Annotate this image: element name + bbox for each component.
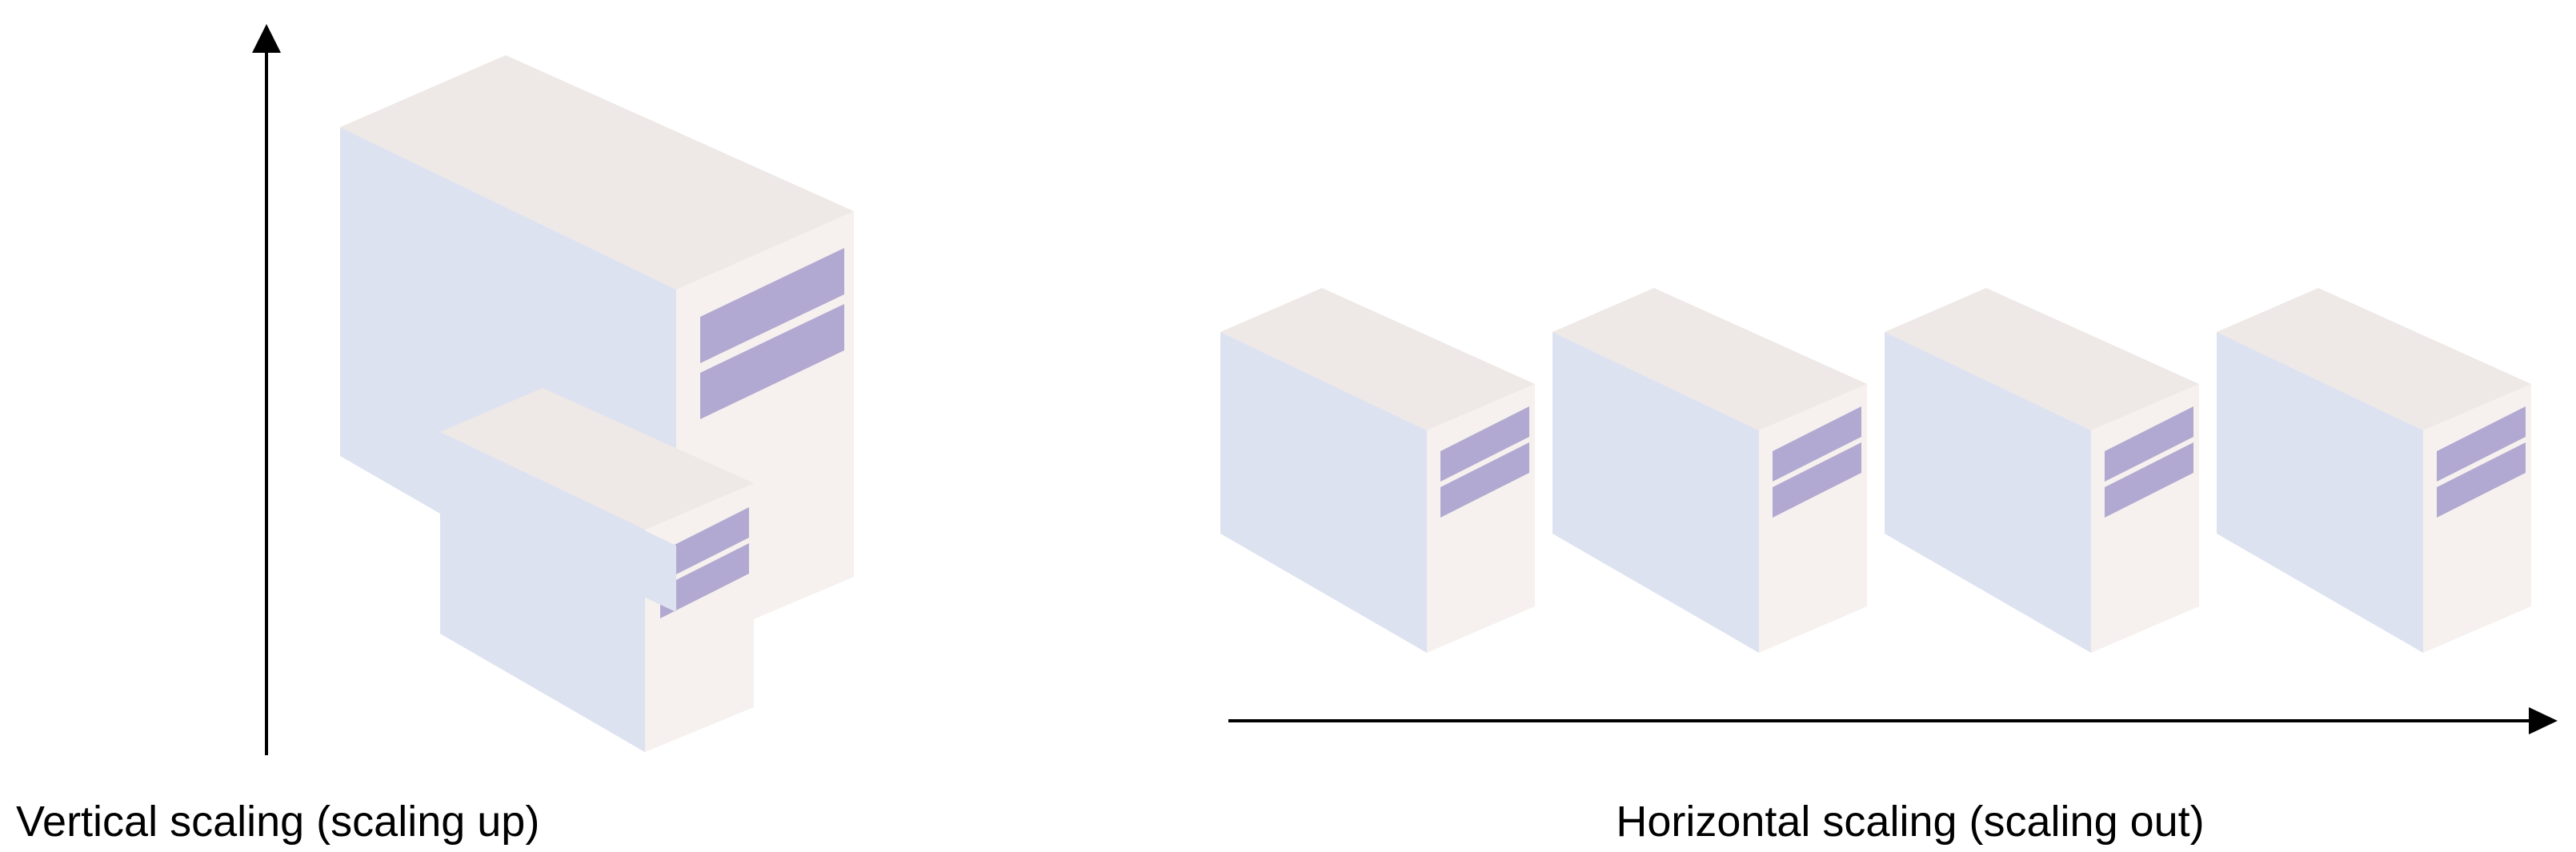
- drive-slot: [1773, 442, 1861, 518]
- small-server-left-face: [440, 432, 645, 752]
- server-face-top: [1885, 288, 2199, 430]
- drive-slot: [1440, 406, 1529, 482]
- server-face-left: [1885, 332, 2091, 653]
- drive-slot: [2105, 442, 2193, 518]
- server-1-icon: [1220, 288, 1535, 653]
- vertical-scaling-label: Vertical scaling (scaling up): [16, 798, 539, 846]
- horizontal-scaling-label: Horizontal scaling (scaling out): [1616, 798, 2204, 846]
- drive-slot: [1440, 442, 1529, 518]
- server-face-left: [1220, 332, 1427, 653]
- server-face-left: [2217, 332, 2423, 653]
- drive-slot: [1773, 406, 1861, 482]
- small-server-top-face: [440, 388, 754, 530]
- vertical-scaling-group: Vertical scaling (scaling up): [16, 24, 854, 846]
- drive-slot: [2437, 406, 2526, 482]
- drive-slot: [2105, 406, 2193, 482]
- server-face-top: [2217, 288, 2531, 430]
- server-3-icon: [1885, 288, 2199, 653]
- server-2-icon: [1552, 288, 1867, 653]
- server-4-icon: [2217, 288, 2531, 653]
- server-face-top: [1552, 288, 1867, 430]
- server-face-top: [1220, 288, 1535, 430]
- horizontal-arrow-icon: [1228, 707, 2558, 734]
- drive-slot: [2437, 442, 2526, 518]
- server-face-left: [1552, 332, 1759, 653]
- horizontal-scaling-group: Horizontal scaling (scaling out): [1220, 288, 2558, 846]
- vertical-arrow-icon: [252, 24, 281, 755]
- server-row: [1220, 288, 2531, 653]
